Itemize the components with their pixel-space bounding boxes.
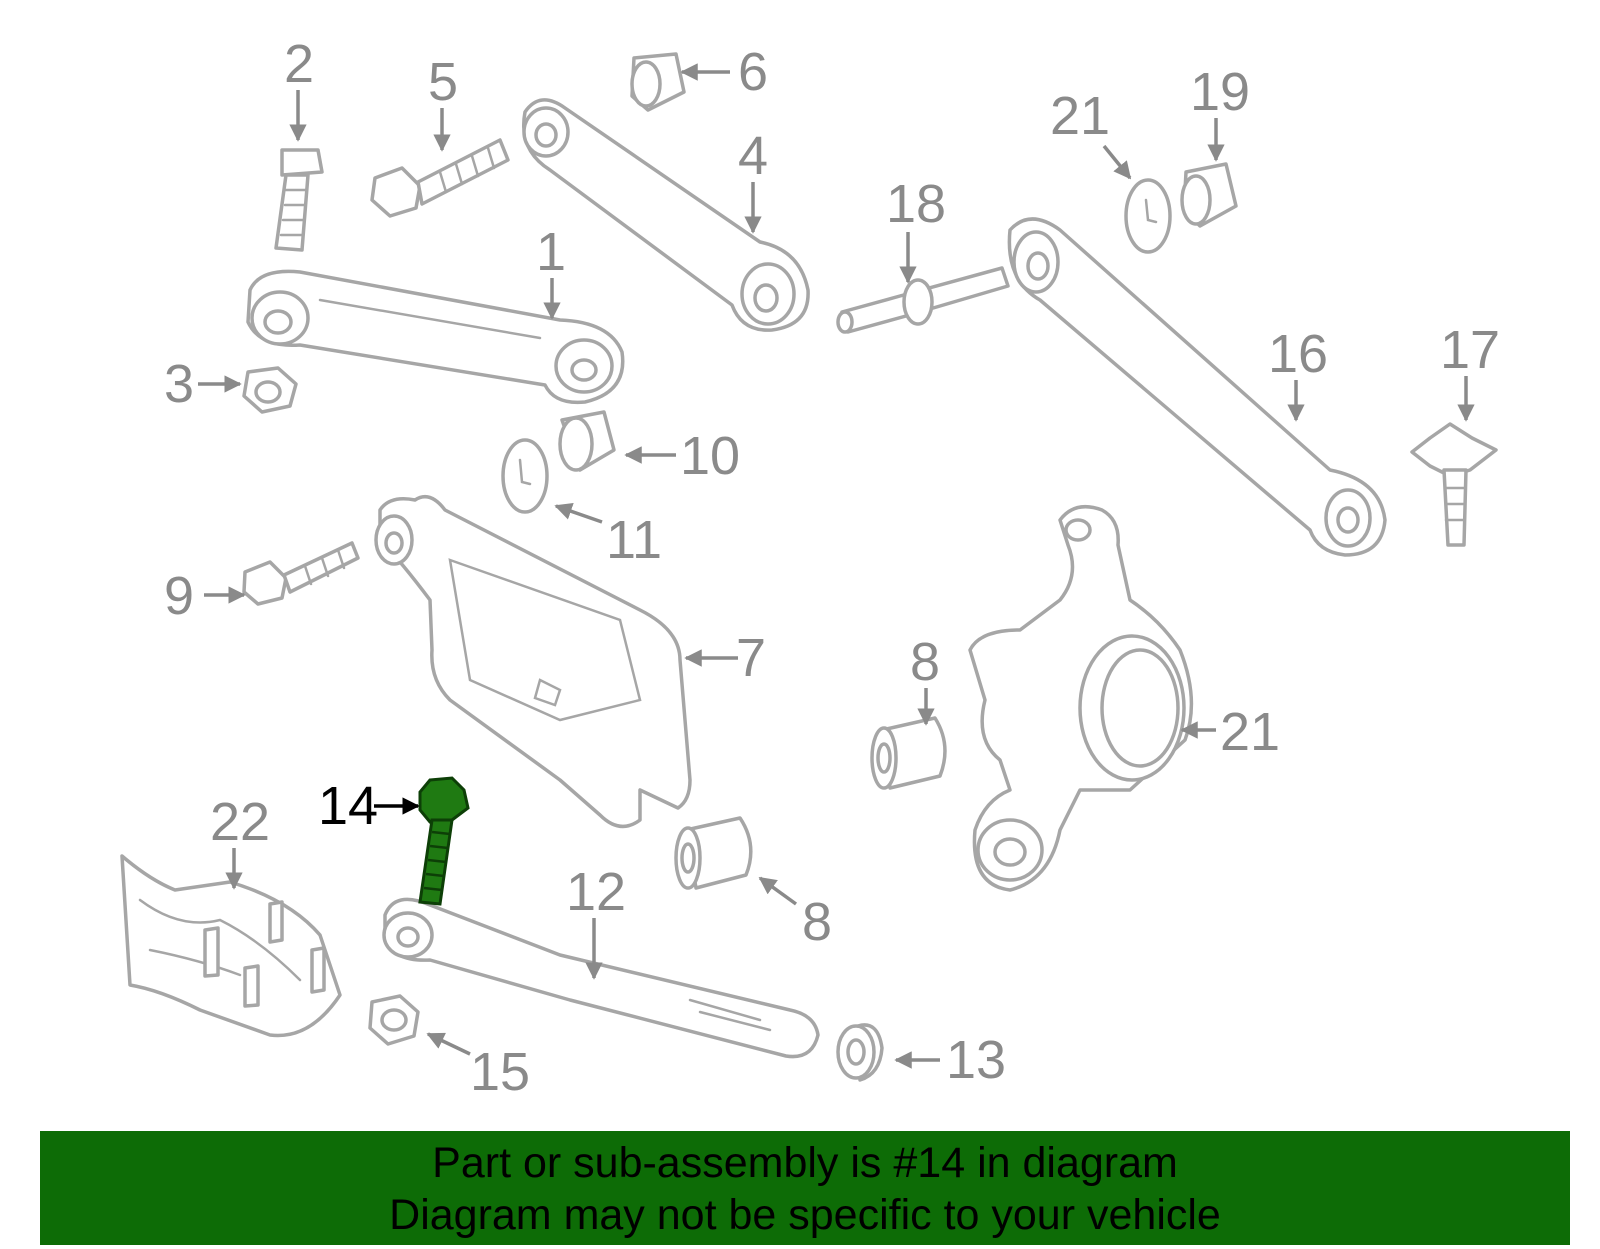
banner-line-1: Part or sub-assembly is #14 in diagram: [432, 1139, 1178, 1187]
part-15-nut: [368, 994, 420, 1046]
part-2-bolt: [274, 148, 324, 252]
callout-15: 15: [470, 1042, 530, 1102]
callout-1: 1: [536, 222, 566, 282]
parts-diagram: 2 5 6 4 1 3 10 11 9 7 8 21 8 12 13 15 22…: [120, 34, 1500, 1102]
part-4-control-arm: [522, 98, 810, 332]
callout-8-lower: 8: [802, 892, 832, 952]
callout-12: 12: [566, 862, 626, 922]
part-7-trailing-arm: [374, 494, 692, 829]
callout-5: 5: [428, 52, 458, 112]
callout-2: 2: [284, 34, 314, 94]
part-8-bushing-upper: [870, 716, 947, 790]
part-16-control-arm: [1007, 217, 1387, 557]
part-21-knuckle: [968, 504, 1194, 892]
banner-line-2: Diagram may not be specific to your vehi…: [389, 1191, 1221, 1239]
callout-19: 19: [1190, 62, 1250, 122]
info-banner: Part or sub-assembly is #14 in diagram D…: [40, 1131, 1570, 1245]
part-3-nut: [242, 366, 298, 414]
part-12-lower-arm: [382, 897, 820, 1059]
part-9-bolt: [242, 541, 360, 606]
leader-arrows: [198, 63, 1475, 1069]
part-10-bushing: [558, 410, 616, 472]
callout-10: 10: [680, 426, 740, 486]
callout-9: 9: [164, 566, 194, 626]
part-22-shield: [120, 854, 342, 1038]
callout-22: 22: [210, 792, 270, 852]
part-17-bolt: [1410, 422, 1498, 547]
callout-7: 7: [736, 628, 766, 688]
callout-14-highlighted: 14: [318, 776, 378, 836]
callout-17: 17: [1440, 320, 1500, 380]
callout-11: 11: [606, 510, 662, 570]
callout-20: 21: [1050, 86, 1110, 146]
callout-3: 3: [164, 354, 194, 414]
callout-labels: 2 5 6 4 1 3 10 11 9 7 8 21 8 12 13 15 22…: [164, 34, 1500, 1102]
part-6-bushing: [630, 52, 686, 112]
callout-13: 13: [946, 1030, 1006, 1090]
callout-8-upper: 8: [910, 632, 940, 692]
part-13-bushing: [836, 1023, 884, 1082]
part-8-bushing-lower: [674, 816, 753, 890]
part-1-control-arm: [246, 269, 625, 405]
callout-21: 21: [1220, 702, 1280, 762]
callout-4: 4: [738, 126, 768, 186]
part-20-washer: [1124, 178, 1172, 254]
callout-16: 16: [1268, 324, 1328, 384]
part-11-washer: [501, 438, 549, 514]
part-18-pin: [836, 266, 1010, 334]
callout-6: 6: [738, 42, 768, 102]
part-19-bushing: [1180, 162, 1238, 228]
part-14-bolt-highlighted: [418, 776, 470, 906]
callout-18: 18: [886, 174, 946, 234]
part-5-bolt: [370, 138, 510, 218]
